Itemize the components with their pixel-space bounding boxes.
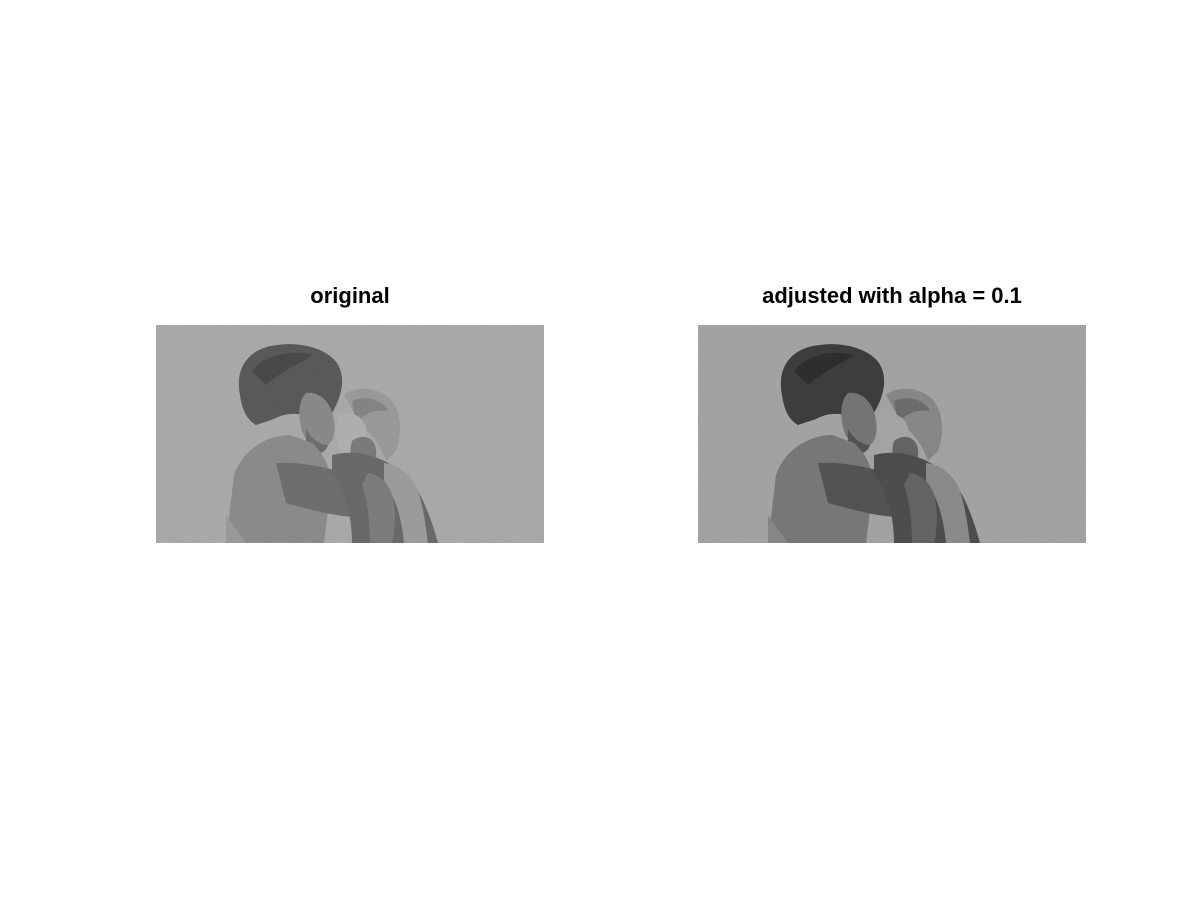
photo-original	[156, 325, 544, 543]
panel-title-original: original	[310, 283, 390, 308]
photo-adjusted	[698, 325, 1086, 543]
photo-couple-icon	[156, 325, 544, 543]
panel-title-adjusted: adjusted with alpha = 0.1	[762, 283, 1022, 308]
photo-couple-enhanced-icon	[698, 325, 1086, 543]
